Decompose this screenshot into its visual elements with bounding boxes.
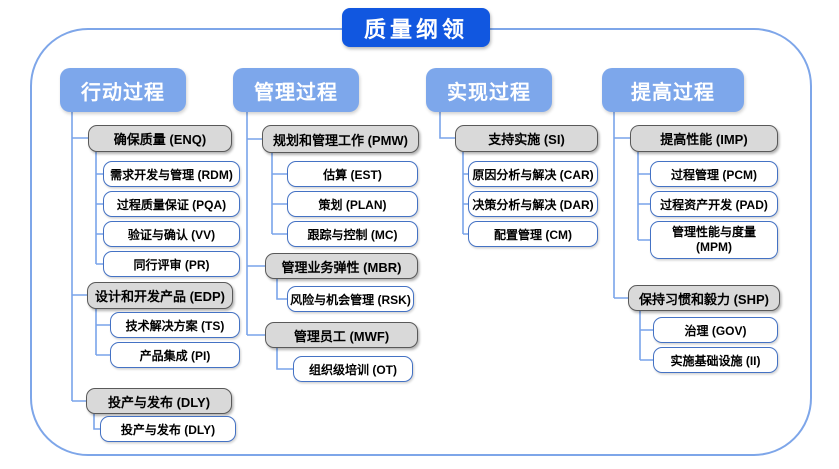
column-header-improvement-process: 提高过程 bbox=[602, 68, 744, 112]
leaf-node-pqa: 过程质量保证 (PQA) bbox=[103, 191, 240, 217]
group-node-mbr: 管理业务弹性 (MBR) bbox=[265, 253, 418, 279]
group-node-edp: 设计和开发产品 (EDP) bbox=[87, 282, 233, 309]
group-node-shp: 保持习惯和毅力 (SHP) bbox=[628, 285, 780, 311]
leaf-node-plan: 策划 (PLAN) bbox=[287, 191, 418, 217]
group-node-pmw: 规划和管理工作 (PMW) bbox=[262, 125, 419, 153]
leaf-node-mc: 跟踪与控制 (MC) bbox=[287, 221, 418, 247]
leaf-node-rdm: 需求开发与管理 (RDM) bbox=[103, 161, 240, 187]
leaf-node-pi: 产品集成 (PI) bbox=[110, 342, 240, 368]
group-node-dly: 投产与发布 (DLY) bbox=[86, 388, 232, 414]
connectors-implementation-process bbox=[439, 112, 468, 235]
group-node-enq: 确保质量 (ENQ) bbox=[88, 125, 232, 152]
leaf-node-pad: 过程资产开发 (PAD) bbox=[650, 191, 778, 217]
leaf-node-pcm: 过程管理 (PCM) bbox=[650, 161, 778, 187]
leaf-node-est: 估算 (EST) bbox=[287, 161, 418, 187]
leaf-node-rsk: 风险与机会管理 (RSK) bbox=[287, 286, 414, 312]
column-header-management-process: 管理过程 bbox=[233, 68, 359, 112]
column-header-implementation-process: 实现过程 bbox=[426, 68, 552, 112]
leaf-node-ot: 组织级培训 (OT) bbox=[293, 356, 413, 382]
leaf-node-car: 原因分析与解决 (CAR) bbox=[468, 161, 598, 187]
group-node-mwf: 管理员工 (MWF) bbox=[265, 322, 418, 348]
leaf-node-dar: 决策分析与解决 (DAR) bbox=[468, 191, 598, 217]
leaf-node-vv: 验证与确认 (VV) bbox=[103, 221, 240, 247]
leaf-node-mpm: 管理性能与度量 (MPM) bbox=[650, 221, 778, 259]
leaf-node-dly: 投产与发布 (DLY) bbox=[100, 416, 236, 442]
column-header-action-process: 行动过程 bbox=[60, 68, 186, 112]
leaf-node-pr: 同行评审 (PR) bbox=[103, 251, 240, 277]
diagram-title: 质量纲领 bbox=[342, 8, 490, 47]
group-node-imp: 提高性能 (IMP) bbox=[630, 125, 778, 152]
leaf-node-ts: 技术解决方案 (TS) bbox=[110, 312, 240, 338]
leaf-node-cm: 配置管理 (CM) bbox=[468, 221, 598, 247]
leaf-node-gov: 治理 (GOV) bbox=[653, 317, 778, 343]
connectors-improvement-process bbox=[613, 112, 653, 361]
leaf-node-ii: 实施基础设施 (II) bbox=[653, 347, 778, 373]
connectors-action-process bbox=[71, 112, 110, 430]
connectors-management-process bbox=[246, 112, 293, 370]
group-node-si: 支持实施 (SI) bbox=[455, 125, 598, 152]
